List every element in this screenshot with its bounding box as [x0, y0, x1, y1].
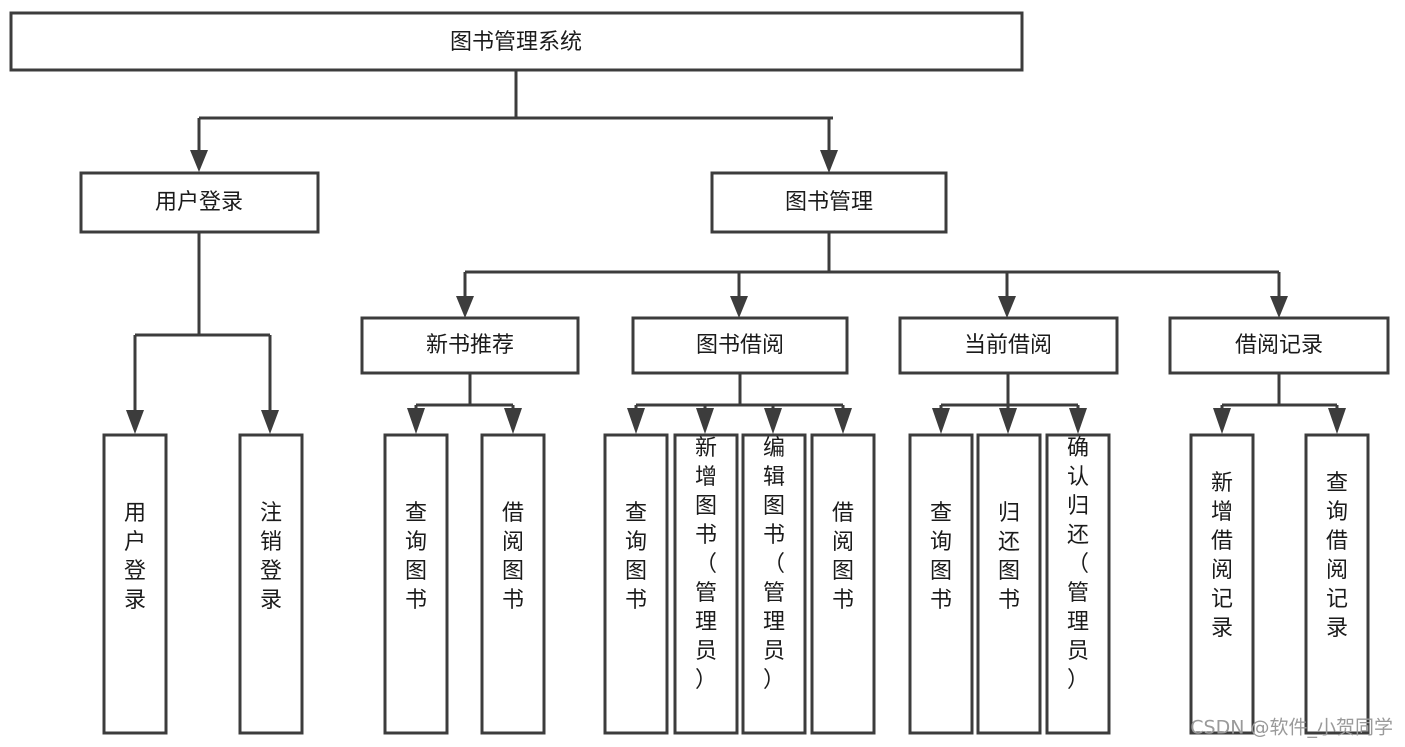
arrowhead-new-book: [456, 296, 474, 318]
leaf-logout-login-box[interactable]: [238, 433, 304, 735]
arrowhead-leaf-logout: [261, 410, 279, 434]
leaf-nb-borrow-book-box[interactable]: [480, 433, 546, 735]
leaf-bb-borrow-book-box[interactable]: [810, 433, 876, 735]
leaf-nb-query-book[interactable]: 查询图书: [383, 433, 449, 735]
arrowhead-leaf-user-login: [126, 410, 144, 434]
arrowhead-bb-edit-book: [764, 408, 782, 434]
arrowhead-br-add-record: [1213, 408, 1231, 434]
leaf-user-login-label: 用户登录: [124, 501, 146, 613]
leaf-nb-query-book-label: 查询图书: [405, 501, 427, 613]
node-borrow-record[interactable]: 借阅记录: [1168, 316, 1390, 375]
leaf-bb-add-book-box[interactable]: [673, 433, 739, 735]
leaf-nb-query-book-box[interactable]: [383, 433, 449, 735]
leaf-br-add-record-label: 新增借阅记录: [1211, 471, 1233, 641]
arrowhead-bb-add-book: [696, 408, 714, 434]
leaf-bb-query-book-label: 查询图书: [625, 501, 647, 613]
connector-layer: [126, 70, 1346, 434]
leaf-cb-confirm-return[interactable]: 确认归还（管理员）: [1045, 433, 1111, 735]
node-book-management-box[interactable]: [710, 171, 948, 234]
node-new-book-recommend[interactable]: 新书推荐: [360, 316, 580, 375]
node-root-box[interactable]: [9, 11, 1024, 72]
leaf-bb-borrow-book[interactable]: 借阅图书: [810, 433, 876, 735]
arrowhead-bb-query-book: [627, 408, 645, 434]
node-new-book-recommend-label: 新书推荐: [426, 333, 514, 358]
arrowhead-borrow-record: [1270, 296, 1288, 318]
node-book-borrow-label: 图书借阅: [696, 333, 784, 358]
leaf-cb-return-book-box[interactable]: [976, 433, 1042, 735]
leaf-bb-borrow-book-label: 借阅图书: [832, 501, 854, 613]
leaf-bb-edit-book[interactable]: 编辑图书（管理员）: [741, 433, 807, 735]
node-book-management[interactable]: 图书管理: [710, 171, 948, 234]
node-book-borrow[interactable]: 图书借阅: [631, 316, 849, 375]
leaf-logout-login[interactable]: 注销登录: [238, 433, 304, 735]
leaf-br-add-record[interactable]: 新增借阅记录: [1189, 433, 1255, 735]
leaf-bb-query-book-box[interactable]: [603, 433, 669, 735]
leaf-bb-add-book[interactable]: 新增图书（管理员）: [673, 433, 739, 735]
node-borrow-record-box[interactable]: [1168, 316, 1390, 375]
node-user-login-box[interactable]: [79, 171, 320, 234]
arrowhead-cb-confirm-return: [1069, 408, 1087, 434]
leaf-br-query-record-box[interactable]: [1304, 433, 1370, 735]
node-current-borrow[interactable]: 当前借阅: [898, 316, 1119, 375]
leaf-cb-confirm-return-box[interactable]: [1045, 433, 1111, 735]
leaf-bb-edit-book-box[interactable]: [741, 433, 807, 735]
node-current-borrow-label: 当前借阅: [964, 333, 1052, 358]
leaf-cb-return-book[interactable]: 归还图书: [976, 433, 1042, 735]
leaf-cb-query-book[interactable]: 查询图书: [908, 433, 974, 735]
node-book-management-label: 图书管理: [785, 190, 873, 215]
arrowhead-bb-borrow-book: [834, 408, 852, 434]
leaf-cb-query-book-box[interactable]: [908, 433, 974, 735]
leaf-bb-query-book[interactable]: 查询图书: [603, 433, 669, 735]
node-new-book-recommend-box[interactable]: [360, 316, 580, 375]
arrowhead-br-query-record: [1328, 408, 1346, 434]
leaf-bb-add-book-label: 新增图书（管理员）: [695, 436, 717, 693]
node-current-borrow-box[interactable]: [898, 316, 1119, 375]
arrowhead-user-login: [190, 150, 208, 172]
leaf-br-add-record-box[interactable]: [1189, 433, 1255, 735]
leaf-logout-login-label: 注销登录: [260, 501, 282, 613]
node-book-borrow-box[interactable]: [631, 316, 849, 375]
leaf-br-query-record-label: 查询借阅记录: [1326, 471, 1348, 641]
arrowhead-nb-query-book: [407, 408, 425, 434]
leaf-cb-confirm-return-label: 确认归还（管理员）: [1067, 436, 1089, 693]
node-borrow-record-label: 借阅记录: [1235, 333, 1323, 358]
arrowhead-nb-borrow-book: [504, 408, 522, 434]
arrowhead-book-mgmt: [820, 150, 838, 173]
leaf-user-login-box[interactable]: [102, 433, 168, 735]
node-user-login[interactable]: 用户登录: [79, 171, 320, 234]
node-root-label: 图书管理系统: [450, 30, 582, 55]
leaf-br-query-record[interactable]: 查询借阅记录: [1304, 433, 1370, 735]
arrowhead-cb-return-book: [999, 408, 1017, 434]
leaf-nb-borrow-book-label: 借阅图书: [502, 501, 524, 613]
arrowhead-cb-query-book: [932, 408, 950, 434]
leaf-bb-edit-book-label: 编辑图书（管理员）: [763, 436, 785, 693]
leaf-cb-return-book-label: 归还图书: [998, 501, 1020, 613]
csdn-watermark: CSDN @软件_小贺同学: [1190, 717, 1393, 739]
arrowhead-book-borrow: [730, 296, 748, 318]
node-user-login-label: 用户登录: [155, 190, 243, 215]
arrowhead-current-borrow: [998, 296, 1016, 318]
node-root-book-management-system[interactable]: 图书管理系统: [9, 11, 1024, 72]
leaf-nb-borrow-book[interactable]: 借阅图书: [480, 433, 546, 735]
leaf-user-login[interactable]: 用户登录: [102, 433, 168, 735]
leaf-cb-query-book-label: 查询图书: [930, 501, 952, 613]
